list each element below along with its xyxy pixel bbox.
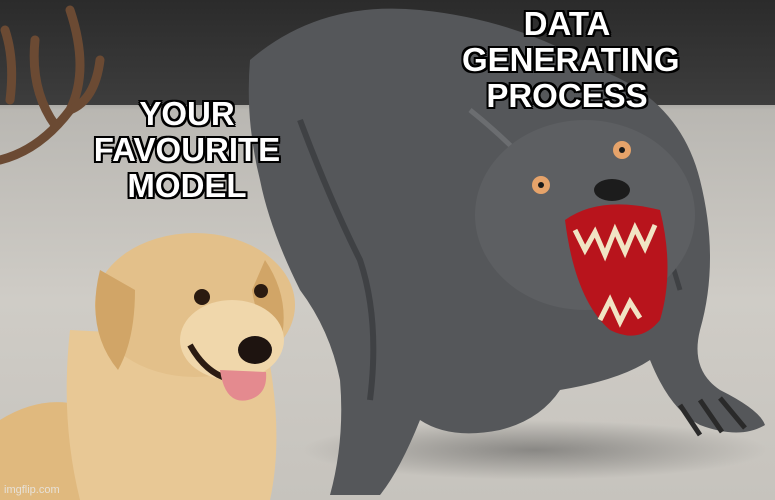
dog-tongue — [220, 370, 267, 401]
imgflip-watermark: imgflip.com — [4, 484, 60, 496]
caption-data-generating-process: DATA GENERATING PROCESS — [462, 5, 680, 114]
antlers-decoration — [0, 5, 105, 165]
dog-eye-right — [254, 284, 268, 298]
golden-retriever-dog — [0, 233, 295, 500]
dog-nose — [238, 336, 272, 364]
dog-ear-left — [95, 270, 135, 370]
werewolf-creature — [248, 8, 765, 496]
dog-eye-left — [194, 289, 210, 305]
caption-your-favourite-model: YOUR FAVOURITE MODEL — [93, 95, 281, 204]
